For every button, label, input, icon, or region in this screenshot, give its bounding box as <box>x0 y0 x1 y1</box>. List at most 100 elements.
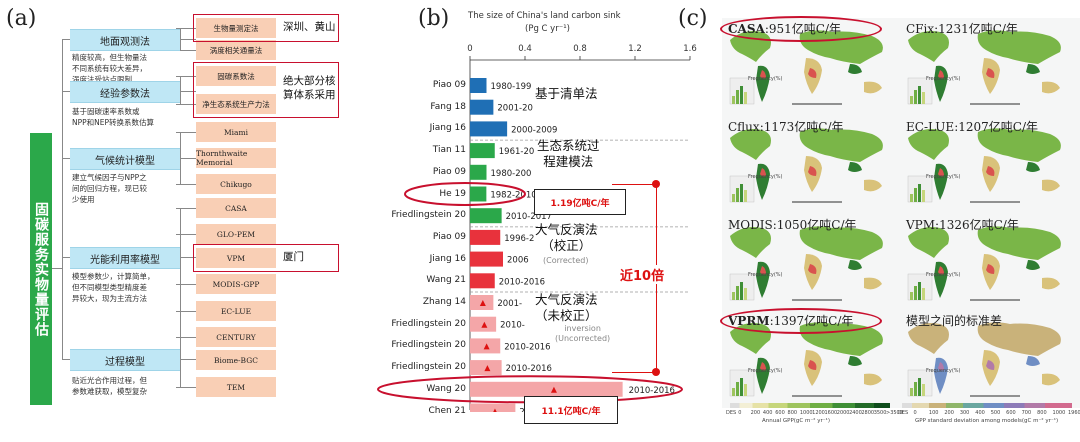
row-label: Jiang 16 <box>429 123 466 134</box>
legend-tick: 1600 <box>824 410 838 416</box>
legend-tick: 2000 <box>836 410 850 416</box>
legend-tick: 0 <box>738 410 742 416</box>
gpp-map-tile <box>900 214 1080 312</box>
root-node: 固碳服务实物量评估 <box>30 133 52 405</box>
method-tem: TEM <box>196 377 276 397</box>
gpp-map-tile <box>722 116 902 214</box>
sd-legend-title: GPP standard deviation among models(gC m… <box>915 418 1059 424</box>
model-gpp-value: :1173亿吨C/年 <box>759 120 844 134</box>
category-desc: 贴近光合作用过程，但参数难获取，模型复杂 <box>72 376 147 396</box>
row-label: Friedlingstein 20 <box>391 318 466 329</box>
bar-period-label: 2010- <box>500 321 525 331</box>
bar-marker <box>484 365 491 372</box>
model-name: MODIS <box>728 218 773 232</box>
bar-period-label: 2010-2016 <box>506 364 552 374</box>
model-name: VPM <box>906 218 936 232</box>
chart-title: The size of China's land carbon sink <box>468 11 621 21</box>
world-map <box>722 214 902 312</box>
legend-tick: 3500 <box>873 410 887 416</box>
highlight-box-3 <box>193 244 339 272</box>
row-label: Piao 09 <box>432 80 466 90</box>
bar <box>470 273 495 289</box>
x-tick-label: 1.2 <box>628 44 642 54</box>
ratio-label: 近10倍 <box>620 265 665 284</box>
panel-c-letter: (c) <box>678 6 708 31</box>
bar <box>470 229 501 245</box>
gpp-legend-title: Annual GPP(gC m⁻² yr⁻¹) <box>762 418 830 424</box>
bar-period-label: 2000-2009 <box>511 125 557 135</box>
legend-tick: 1000 <box>799 410 813 416</box>
bar-period-label: 2010-2016 <box>504 342 550 352</box>
gpp-map-tile <box>900 310 1080 408</box>
row-label: Piao 09 <box>432 166 466 177</box>
legend-tick: 600 <box>775 410 785 416</box>
bar <box>470 403 516 412</box>
highlight-model <box>720 308 882 334</box>
row-label: Tian 11 <box>432 145 466 156</box>
gpp-map-tile <box>900 116 1080 214</box>
bar-period-label: 2010-2016 <box>499 277 545 287</box>
gpp-map-tile <box>722 214 902 312</box>
annot-inventory: 基于清单法 <box>535 86 598 101</box>
method-modis-gpp: MODIS-GPP <box>196 274 276 294</box>
bar <box>470 316 497 332</box>
legend-tick: 200 <box>750 410 761 416</box>
bar-period-label: 1996-2 <box>504 234 534 244</box>
chart-unit: (Pg C yr⁻¹) <box>525 24 570 34</box>
bar-period-label: 2001-20 <box>497 104 533 114</box>
row-label: Fang 18 <box>430 101 466 112</box>
legend-tick: 800 <box>1037 410 1047 416</box>
category-empirical-parameter: 经验参数法 <box>70 81 180 103</box>
legend-tick: 600 <box>1006 410 1016 416</box>
method-eddy-covariance: 涡度相关通量法 <box>196 40 276 60</box>
note-most-systems: 绝大部分核算体系采用 <box>283 75 336 101</box>
category-process-model: 过程模型 <box>70 349 180 371</box>
model-gpp-value: :1326亿吨C/年 <box>935 218 1019 232</box>
legend-tick: >3500 <box>886 410 903 416</box>
annot-corrected: 大气反演法（校正） <box>535 222 598 253</box>
legend-tick: 2400 <box>849 410 862 416</box>
bar-period-label: 2006 <box>507 256 529 266</box>
x-tick-label: 0 <box>467 44 472 54</box>
category-desc: 建立气候因子与NPP之间的回归方程，现已较少使用 <box>72 173 147 204</box>
legend-tick: 0 <box>913 410 917 416</box>
row-label: Wang 20 <box>426 383 466 394</box>
legend-tick: 200 <box>944 410 954 416</box>
method-miami: Miami <box>196 122 276 142</box>
bar <box>470 121 508 137</box>
row-label: Friedlingstein 20 <box>391 362 466 373</box>
legend-tick: 2800 <box>861 410 875 416</box>
map-title: 模型之间的标准差 <box>906 312 1002 329</box>
annot-uncorrected-en: inversion(Uncorrected) <box>555 324 611 343</box>
gpp-map-tile <box>900 18 1080 116</box>
min-value-box: 1.19亿吨C/年 <box>534 189 626 215</box>
row-label: Friedlingstein 20 <box>391 210 466 221</box>
row-label: Zhang 14 <box>422 297 466 307</box>
legend-tick: 300 <box>959 410 970 416</box>
map-title: Cflux:1173亿吨C/年 <box>728 118 844 135</box>
model-name: EC-LUE <box>906 120 955 134</box>
frequency-label: Frequency(%) <box>748 272 783 278</box>
category-climate-statistics: 气候统计模型 <box>70 148 180 170</box>
gpp-legend-bar <box>730 403 890 408</box>
map-title: EC-LUE:1207亿吨C/年 <box>906 118 1038 135</box>
map-title: MODIS:1050亿吨C/年 <box>728 216 857 233</box>
highlight-he19 <box>404 182 526 206</box>
bar-period-label: 2001- <box>497 299 522 309</box>
annot-corrected-en: (Corrected) <box>543 256 589 265</box>
world-map <box>900 116 1080 214</box>
category-light-use-efficiency: 光能利用率模型 <box>70 247 180 269</box>
bar-marker <box>481 321 488 328</box>
map-title: CFix:1231亿吨C/年 <box>906 20 1018 37</box>
row-label: Piao 09 <box>432 231 466 242</box>
note-shenzhen-huangshan: 深圳、黄山 <box>283 21 336 33</box>
world-map <box>900 18 1080 116</box>
bar <box>470 251 503 267</box>
method-sequestration-coef: 固碳系数法 <box>196 66 276 86</box>
frequency-label: Frequency(%) <box>748 368 783 374</box>
bar-marker <box>493 408 497 412</box>
legend-tick: 1200 <box>812 410 825 416</box>
map-title: VPM:1326亿吨C/年 <box>906 216 1019 233</box>
row-label: Wang 21 <box>426 275 466 286</box>
